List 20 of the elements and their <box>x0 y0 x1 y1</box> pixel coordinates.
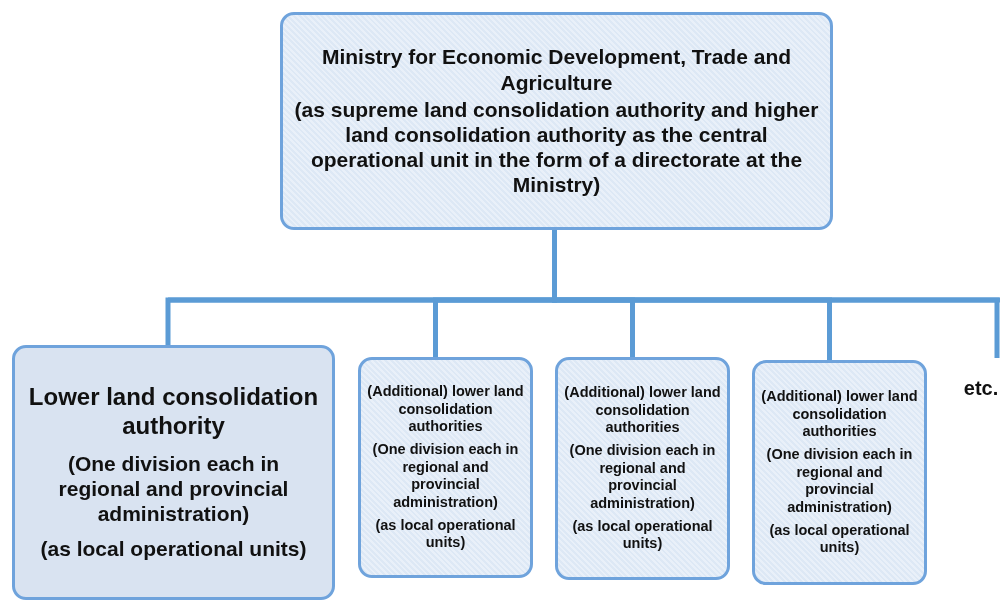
box-text: (One division each in regional and provincial administration) <box>765 446 914 516</box>
box-title: (Additional) lower land consolidation authorities <box>367 383 524 436</box>
org-box <box>555 357 730 580</box>
org-box <box>280 12 833 230</box>
box-text: (One division each in regional and provincial administration) <box>371 441 520 511</box>
box-title: (Additional) lower land consolidation authorities <box>564 384 721 437</box>
box-text: (as local operational units) <box>571 517 714 553</box>
box-text: (as local operational units) <box>374 516 517 552</box>
box-text: (One division each in regional and provincial administration) <box>568 442 717 512</box>
box-text: (as local operational units) <box>40 536 307 562</box>
box-title: Lower land consolidation authority <box>27 383 320 441</box>
note-text: etc. <box>963 376 999 400</box>
box-title: (Additional) lower land consolidation authorities <box>761 388 918 441</box>
box-title: Ministry for Economic Development, Trade and Agriculture <box>320 44 793 95</box>
org-box <box>752 360 927 585</box>
box-text: (as supreme land consolidation authority and higher land consolidation authority as the central operational unit in the form of a directorate at the Ministry) <box>293 96 820 198</box>
box-text: (as local operational units) <box>768 521 911 557</box>
box-text: (One division each in regional and provincial administration) <box>57 450 290 527</box>
org-box <box>358 357 533 578</box>
org-box <box>12 345 335 600</box>
